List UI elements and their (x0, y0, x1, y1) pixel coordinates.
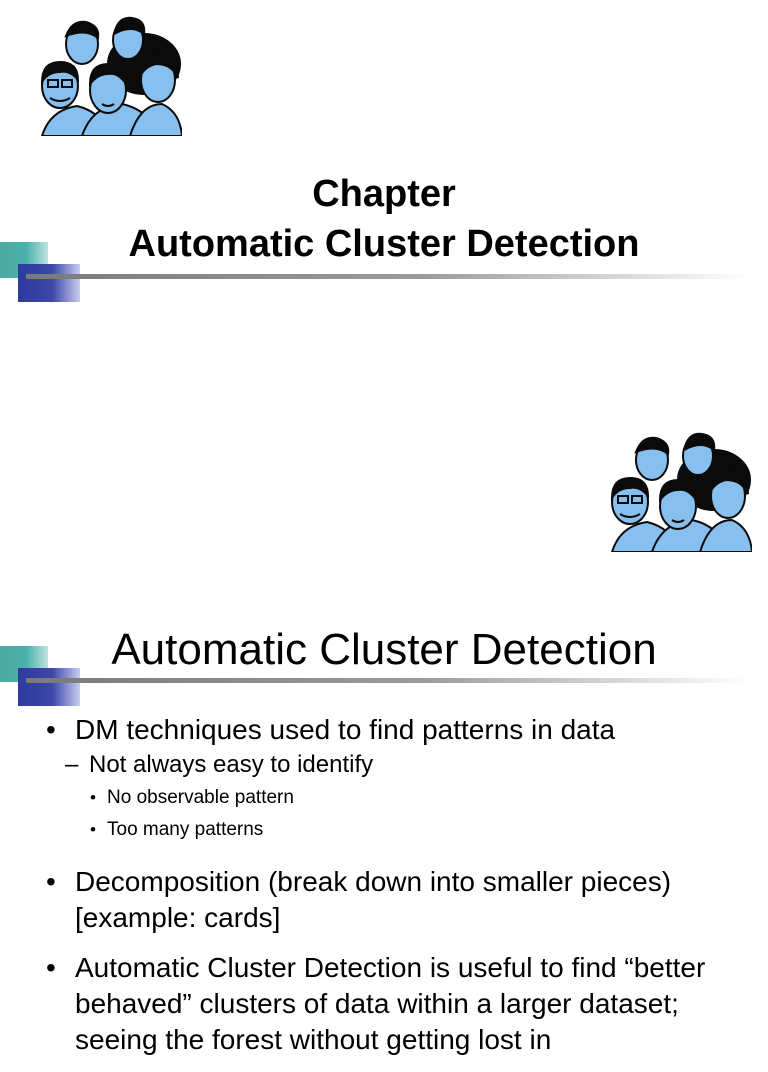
title-rule (26, 678, 748, 683)
content-slide: Automatic Cluster Detection DM technique… (0, 400, 768, 1055)
list-item: Decomposition (break down into smaller p… (46, 864, 746, 936)
list-item: Not always easy to identify No observabl… (56, 748, 746, 850)
bullet-text: Automatic Cluster Detection is useful to… (75, 952, 706, 1055)
slide-title: Automatic Cluster Detection (111, 625, 657, 674)
title-rule (26, 274, 748, 279)
title-slide: Chapter Automatic Cluster Detection (0, 0, 768, 400)
people-group-icon (40, 16, 182, 136)
bullet-text: Decomposition (break down into smaller p… (75, 866, 672, 933)
people-group-icon (610, 432, 752, 552)
title-decoration (0, 646, 768, 706)
chapter-label: Chapter (312, 173, 456, 215)
list-item: Automatic Cluster Detection is useful to… (46, 950, 746, 1058)
blue-square (18, 264, 80, 302)
list-item: DM techniques used to find patterns in d… (46, 712, 746, 850)
bullet-text: DM techniques used to find patterns in d… (75, 714, 616, 745)
chapter-title: Automatic Cluster Detection (128, 223, 640, 265)
bullet-list: DM techniques used to find patterns in d… (46, 712, 746, 1072)
sub-sub-list: No observable pattern Too many patterns (89, 782, 746, 850)
title-decoration (0, 242, 768, 302)
list-item: No observable pattern (87, 782, 746, 814)
list-item: Too many patterns (87, 814, 746, 846)
sub-bullet-text: Not always easy to identify (89, 751, 374, 778)
sub-list: Not always easy to identify No observabl… (65, 748, 746, 850)
blue-square (18, 668, 80, 706)
